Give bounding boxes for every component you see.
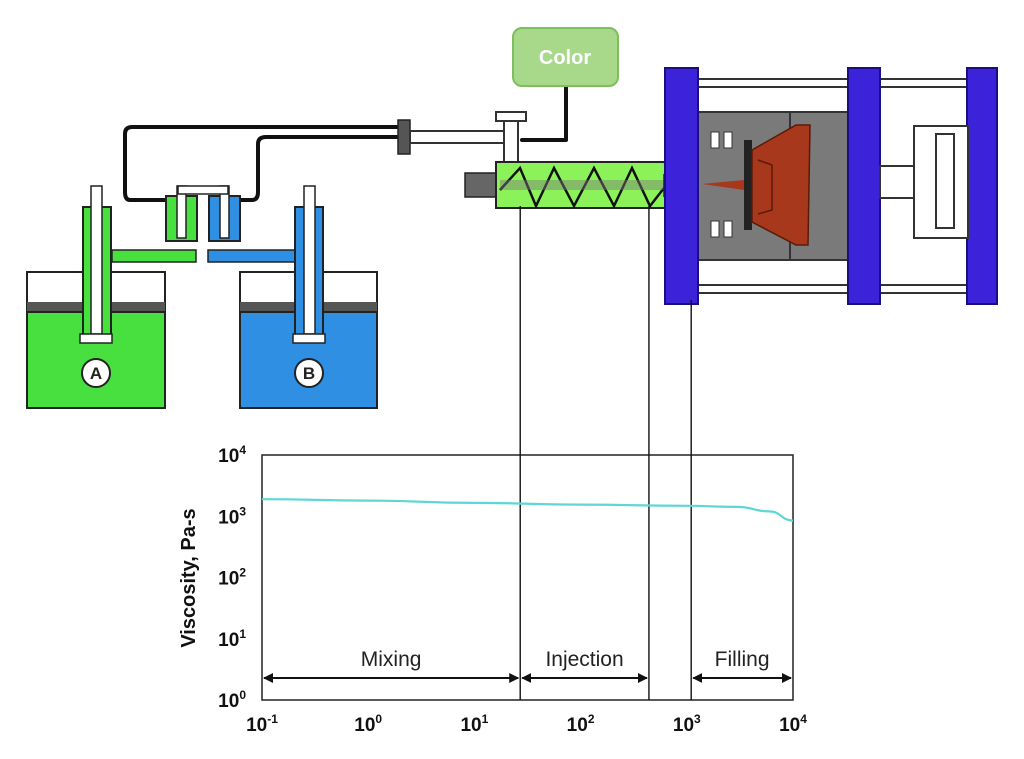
y-axis-title: Viscosity, Pa-s [178, 508, 200, 647]
tank-b: B [239, 185, 378, 409]
inline-fitting [397, 119, 411, 155]
x-tick-labels: 10-1 100 101 102 103 104 [246, 712, 807, 736]
clamp-ram [879, 165, 916, 199]
tank-b-piston-rod [303, 185, 316, 335]
injection-machine [664, 67, 998, 305]
hose-a [123, 125, 402, 202]
x-tick-label: 103 [673, 712, 701, 736]
mix-head [397, 111, 527, 165]
x-tick-label: 101 [460, 712, 488, 736]
color-box-shape [512, 27, 619, 87]
tank-a-letter: A [90, 364, 102, 383]
phase-label: Filling [715, 648, 770, 671]
x-tick-label: 102 [567, 712, 595, 736]
y-tick-label: 104 [218, 443, 246, 467]
color-line [520, 84, 568, 142]
chart-frame [261, 454, 794, 701]
phase-dividers [519, 206, 692, 700]
x-tick-label: 104 [779, 712, 807, 736]
y-tick-label: 103 [218, 504, 246, 528]
y-tick-label: 102 [218, 566, 246, 590]
cooling-port-2 [723, 131, 733, 149]
part-detail [757, 159, 773, 215]
platen-fixed [664, 67, 699, 305]
phase-label: Injection [545, 648, 623, 671]
tie-bar-bottom [689, 284, 981, 294]
screw-flight [499, 165, 665, 210]
clamp-piston [935, 133, 955, 229]
tank-a-badge [81, 358, 111, 388]
tie-bar-top [689, 78, 981, 88]
x-tick-label: 10-1 [246, 712, 278, 736]
y-tick-labels: 100 101 102 103 104 [218, 443, 246, 712]
hose-b [226, 135, 402, 202]
y-tick-label: 101 [218, 627, 246, 651]
feed-line-b [207, 249, 301, 263]
x-tick-label: 100 [354, 712, 382, 736]
platen-rear [966, 67, 998, 305]
platen-moving [847, 67, 881, 305]
color-label: Color [539, 47, 591, 69]
cooling-port-3 [710, 220, 720, 238]
tank-b-piston-head [292, 333, 326, 344]
mold-plate [744, 140, 752, 230]
hose-lines [123, 84, 568, 202]
feed-pipe [409, 130, 511, 144]
color-valve-stem [503, 119, 519, 165]
cooling-port-4 [723, 220, 733, 238]
tank-a-piston-head [79, 333, 113, 344]
phase-label: Mixing [361, 648, 422, 671]
tank-a-piston-rod [90, 185, 103, 335]
pump-top-bar [177, 185, 229, 195]
molded-part [751, 124, 811, 246]
phase-arrows: Mixing Injection Filling [263, 648, 792, 683]
sprue [702, 180, 744, 190]
viscosity-series-line [261, 498, 794, 522]
y-tick-label: 100 [218, 688, 246, 712]
color-valve-cap [495, 111, 527, 122]
tank-a: A [26, 185, 166, 409]
metering-pumps [111, 185, 301, 263]
color-box: Color [512, 27, 619, 87]
screw-core [500, 180, 664, 190]
tank-b-badge [294, 358, 324, 388]
chart-series [261, 498, 794, 522]
feed-line-a [111, 249, 197, 263]
screw-assembly [464, 161, 686, 210]
cooling-port-1 [710, 131, 720, 149]
tank-b-letter: B [303, 364, 315, 383]
